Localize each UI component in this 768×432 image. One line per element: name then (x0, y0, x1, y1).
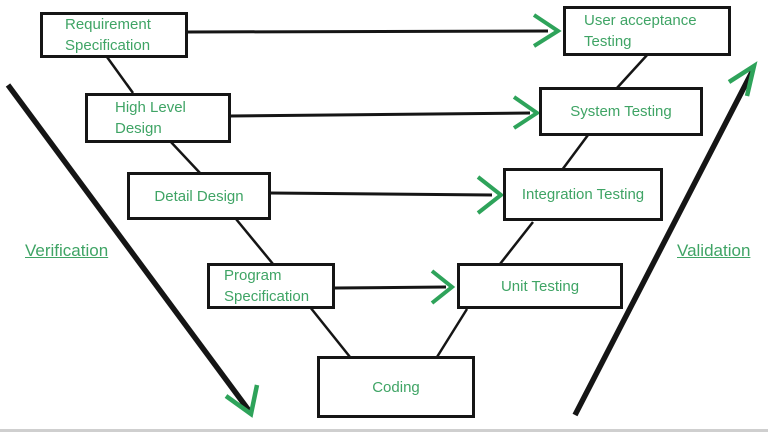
verification-label: Verification (25, 241, 109, 260)
box-label: Program (224, 267, 282, 284)
arrowhead-icon (512, 95, 541, 130)
validation-label: Validation (677, 241, 751, 260)
box-requirement-specification: Requirement Specification (40, 12, 188, 58)
connector-ut-it (499, 221, 534, 265)
box-coding: Coding (317, 356, 475, 418)
box-label: Detail Design (154, 187, 244, 205)
arrowhead-icon (430, 269, 456, 305)
connector-it-st (560, 134, 590, 171)
box-label: Requirement (65, 16, 151, 33)
box-system-testing: System Testing (539, 87, 703, 136)
box-label: High Level (115, 99, 186, 116)
box-label: Design (115, 120, 162, 137)
connector-st-uat (616, 53, 649, 89)
connector-hld-dd (169, 140, 201, 174)
arrow-ps-to-ut-line (334, 285, 447, 290)
box-label: Specification (65, 37, 151, 54)
arrow-dd-to-it-line (269, 191, 493, 197)
box-program-specification: Program Specification (207, 263, 335, 309)
validation-arrowhead-icon (727, 61, 758, 97)
box-label: Specification (224, 288, 310, 305)
connector-ps-coding (309, 306, 351, 358)
box-integration-testing: Integration Testing (503, 168, 663, 221)
box-label: Unit Testing (500, 277, 580, 295)
verification-arrow-shaft (5, 83, 253, 414)
connector-coding-ut (435, 308, 469, 358)
connector-dd-ps (235, 218, 274, 265)
box-label: Testing (584, 33, 632, 50)
image-edge-strip (0, 429, 768, 432)
arrowhead-icon (476, 175, 505, 215)
connector-req-hld (105, 56, 135, 94)
box-high-level-design: High Level Design (85, 93, 231, 143)
box-user-acceptance-testing: User acceptance Testing (563, 6, 731, 56)
arrowhead-icon (532, 13, 562, 48)
arrow-hld-to-st-line (229, 111, 531, 118)
box-label: User acceptance (584, 12, 697, 29)
verification-arrowhead-icon (224, 384, 260, 418)
box-label: System Testing (570, 103, 672, 120)
box-detail-design: Detail Design (127, 172, 271, 220)
box-unit-testing: Unit Testing (457, 263, 623, 309)
validation-arrow-shaft (572, 70, 755, 417)
box-label: Coding (372, 378, 420, 396)
box-label: Integration Testing (521, 186, 645, 203)
arrow-req-to-uat-line (186, 29, 549, 34)
